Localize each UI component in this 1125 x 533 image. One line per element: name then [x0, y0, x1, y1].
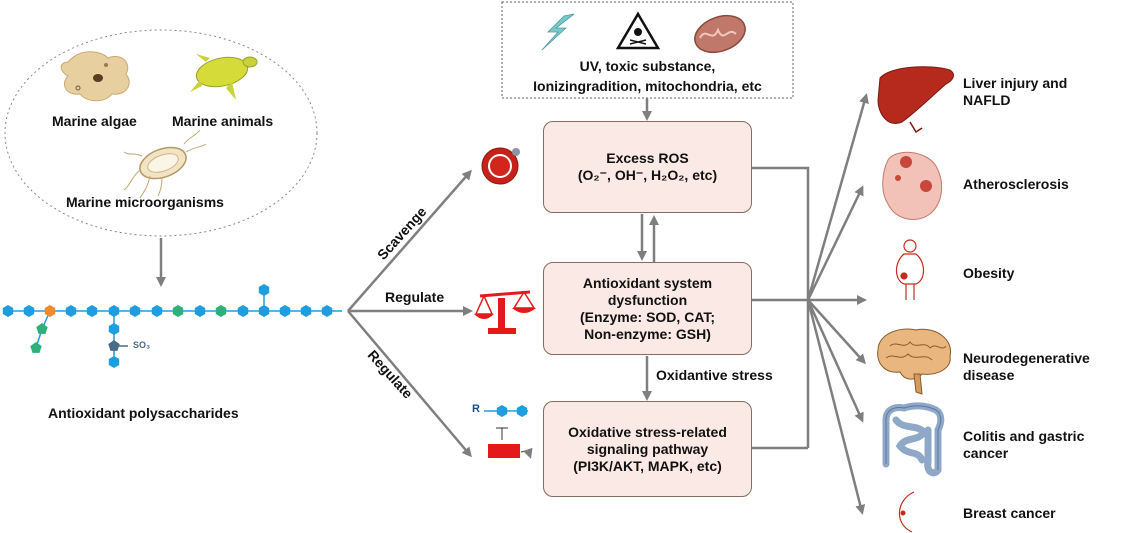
disease-colitis-line-2: cancer — [963, 445, 1009, 461]
aox-line-4: Non-enzyme: GSH) — [584, 325, 711, 342]
mitochondria-icon — [694, 14, 746, 54]
disease-liver-line-2: NAFLD — [963, 92, 1011, 108]
regulate-mid-label: Regulate — [385, 289, 445, 305]
arrow-scavenge — [347, 169, 472, 312]
balance-scale-icon — [474, 290, 536, 334]
marine-sources-ellipse — [4, 29, 318, 237]
arrow-to-atherosclerosis — [806, 185, 864, 301]
toxic-hazard-icon — [615, 11, 661, 50]
brain-icon — [877, 328, 952, 395]
signaling-pathway-icon — [484, 405, 533, 459]
stressors-line-1: UV, toxic substance, — [579, 58, 716, 74]
disease-neuro-line-1: Neurodegenerative — [963, 350, 1090, 366]
uv-icon — [541, 13, 575, 51]
ros-radical-icon — [481, 147, 520, 185]
marine-animals-icon — [190, 54, 258, 100]
sig-line-3: (PI3K/AKT, MAPK, etc) — [573, 457, 722, 474]
oxidative-stress-label: Oxidantive stress — [656, 367, 773, 383]
obesity-icon — [895, 239, 925, 300]
arrow-to-breast — [806, 299, 866, 515]
liver-icon — [877, 66, 954, 134]
disease-neuro-label: Neurodegenerative disease — [963, 350, 1090, 384]
arrow-to-neuro — [807, 299, 867, 365]
aox-line-1: Antioxidant system — [582, 274, 713, 291]
sig-line-2: signaling pathway — [586, 440, 709, 457]
ros-title: Excess ROS — [606, 150, 689, 166]
sulfate-label: SO₃ — [133, 340, 151, 350]
arrow-regulate-low — [347, 310, 472, 458]
marine-animals-label: Marine animals — [172, 113, 274, 129]
heart-icon — [882, 151, 943, 220]
ros-detail: (O₂⁻, OH⁻, H₂O₂, etc) — [577, 167, 718, 183]
marine-microorganisms-icon — [123, 129, 207, 199]
antioxidant-dysfunction-box: Antioxidant system dysfunction (Enzyme: … — [543, 262, 752, 355]
polysaccharide-chain — [2, 284, 342, 368]
excess-ros-box: Excess ROS (O₂⁻, OH⁻, H₂O₂, etc) — [543, 121, 752, 213]
disease-colitis-label: Colitis and gastric cancer — [963, 428, 1084, 462]
disease-breast-label: Breast cancer — [963, 505, 1056, 521]
marine-microorganisms-label: Marine microorganisms — [66, 194, 224, 210]
arrow-to-colitis — [806, 299, 864, 423]
aox-line-2: dysfunction — [607, 291, 688, 308]
aox-line-3: (Enzyme: SOD, CAT; — [579, 308, 716, 325]
disease-colitis-line-1: Colitis and gastric — [963, 428, 1085, 444]
disease-obesity-label: Obesity — [963, 265, 1015, 281]
pathway-r-label: R — [472, 403, 480, 415]
disease-liver-label: Liver injury and NAFLD — [963, 75, 1067, 109]
colon-icon — [882, 402, 945, 477]
breast-icon — [898, 491, 915, 533]
marine-algae-label: Marine algae — [52, 113, 137, 129]
polysaccharides-label: Antioxidant polysaccharides — [48, 405, 239, 421]
disease-liver-line-1: Liver injury and — [963, 75, 1068, 91]
stressors-line-2: Ionizingradition, mitochondria, etc — [533, 78, 762, 94]
marine-algae-icon — [60, 51, 130, 102]
disease-neuro-line-2: disease — [963, 367, 1015, 383]
disease-atherosclerosis-label: Atherosclerosis — [963, 176, 1069, 192]
signaling-pathway-box: Oxidative stress-related signaling pathw… — [543, 401, 752, 497]
sig-line-1: Oxidative stress-related — [568, 423, 727, 440]
arrow-to-liver — [806, 93, 869, 301]
connector-ros-bus — [752, 166, 810, 448]
